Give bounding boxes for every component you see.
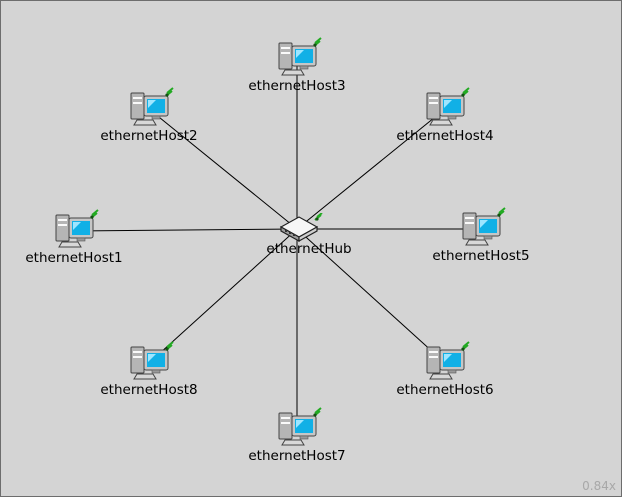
computer-icon bbox=[278, 37, 322, 76]
computer-icon bbox=[426, 341, 470, 380]
hub-label: ethernetHub bbox=[266, 241, 352, 257]
zoom-level: 0.84x bbox=[582, 479, 616, 493]
link-hub-host4[interactable] bbox=[296, 108, 446, 230]
ethernet-host-2[interactable]: ethernetHost2 bbox=[100, 87, 198, 144]
computer-icon bbox=[278, 407, 322, 446]
link-hub-host6[interactable] bbox=[296, 228, 446, 364]
host-label: ethernetHost6 bbox=[396, 382, 494, 398]
link-hub-host8[interactable] bbox=[148, 228, 298, 364]
computer-icon bbox=[462, 207, 506, 246]
hub-icon bbox=[279, 213, 323, 243]
ethernet-host-6[interactable]: ethernetHost6 bbox=[396, 341, 494, 398]
ethernet-host-5[interactable]: ethernetHost5 bbox=[432, 207, 530, 264]
host-label: ethernetHost1 bbox=[25, 250, 123, 266]
computer-icon bbox=[130, 341, 174, 380]
ethernet-host-7[interactable]: ethernetHost7 bbox=[248, 407, 346, 464]
host-label: ethernetHost4 bbox=[396, 128, 494, 144]
link-hub-host1[interactable] bbox=[73, 228, 298, 232]
ethernet-host-8[interactable]: ethernetHost8 bbox=[100, 341, 198, 398]
ethernet-host-4[interactable]: ethernetHost4 bbox=[396, 87, 494, 144]
ethernet-host-3[interactable]: ethernetHost3 bbox=[248, 37, 346, 94]
computer-icon bbox=[130, 87, 174, 126]
ethernet-host-1[interactable]: ethernetHost1 bbox=[25, 209, 123, 266]
computer-icon bbox=[426, 87, 470, 126]
host-label: ethernetHost7 bbox=[248, 448, 346, 464]
host-label: ethernetHost2 bbox=[100, 128, 198, 144]
computer-icon bbox=[55, 209, 99, 248]
ethernet-hub-node[interactable]: ethernetHub bbox=[266, 213, 352, 257]
host-label: ethernetHost5 bbox=[432, 248, 530, 264]
host-label: ethernetHost8 bbox=[100, 382, 198, 398]
host-label: ethernetHost3 bbox=[248, 78, 346, 94]
link-hub-host2[interactable] bbox=[148, 108, 298, 230]
